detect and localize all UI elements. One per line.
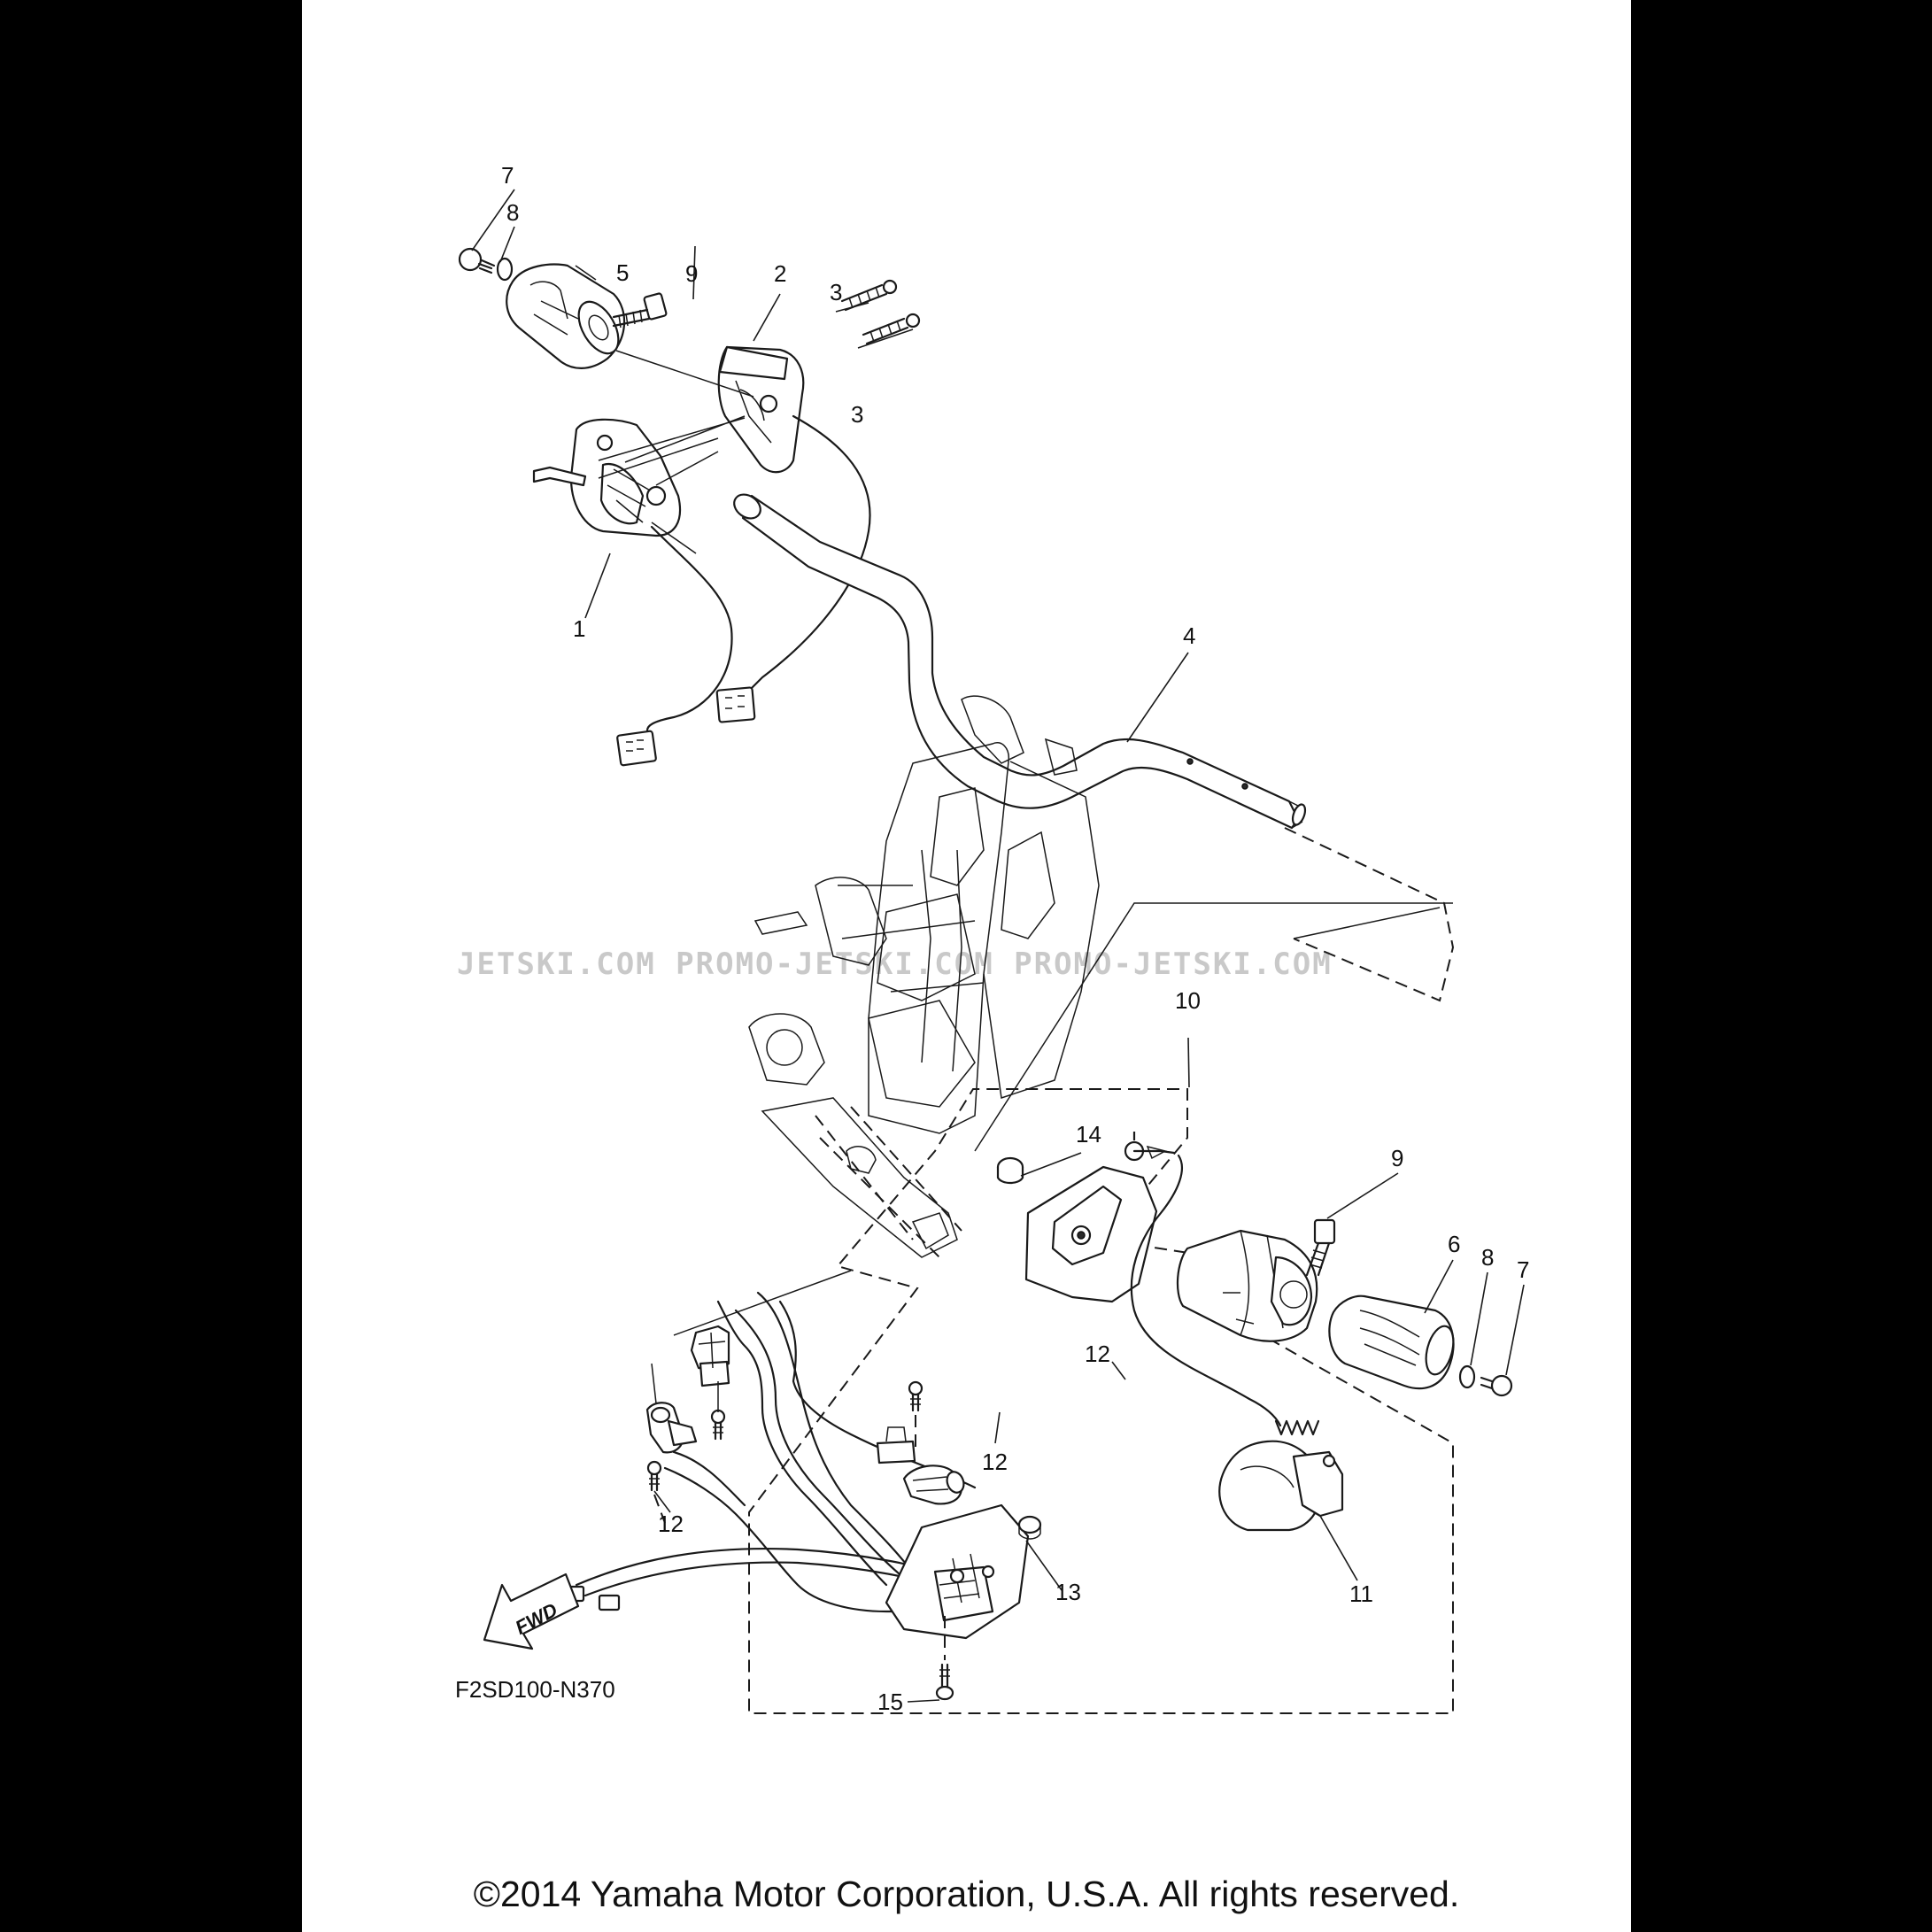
- callout-5: 5: [616, 259, 629, 286]
- lanyard-clip-11: [1218, 1440, 1344, 1532]
- callout-12-left: 12: [658, 1511, 684, 1537]
- callout-3-lower: 3: [851, 401, 863, 428]
- cap-13: [1017, 1515, 1042, 1540]
- bracket-plate: [876, 1426, 916, 1464]
- copyright-notice: ©2014 Yamaha Motor Corporation, U.S.A. A…: [473, 1874, 1460, 1914]
- connector-left-1: [616, 730, 657, 767]
- diagram-sheet: JETSKI.COM PROMO-JETSKI.COM PROMO-JETSKI…: [302, 0, 1631, 1932]
- knob-top: [1124, 1132, 1145, 1162]
- callout-13: 13: [1055, 1579, 1081, 1605]
- washer-8-right: [1458, 1364, 1476, 1389]
- exploded-parts-diagram: JETSKI.COM PROMO-JETSKI.COM PROMO-JETSKI…: [455, 162, 1529, 1715]
- bolt-9-left: [612, 292, 668, 328]
- screw-7-left: [458, 247, 496, 274]
- callout-12-top: 12: [1085, 1341, 1110, 1367]
- handlebar-4: [733, 493, 1307, 830]
- switch-component-top: [690, 1325, 730, 1387]
- callout-9-left: 9: [685, 260, 698, 287]
- screw-7-right: [1480, 1374, 1513, 1397]
- callout-4: 4: [1183, 622, 1195, 649]
- bolt-9-right: [1305, 1218, 1336, 1277]
- grip-6: [1328, 1294, 1455, 1390]
- callout-8-right: 8: [1481, 1244, 1494, 1271]
- callout-2: 2: [774, 260, 786, 287]
- cap-14: [996, 1156, 1024, 1185]
- throttle-switch-6-assembly: [1176, 1229, 1318, 1342]
- callout-11: 11: [1349, 1580, 1373, 1607]
- screw-15: [935, 1663, 954, 1701]
- callout-10: 10: [1175, 987, 1201, 1014]
- screw-12-b: [646, 1460, 662, 1492]
- coil-cord: [1274, 1419, 1320, 1436]
- steering-frame: [748, 695, 1100, 1258]
- drawing-code: F2SD100-N370: [455, 1676, 615, 1703]
- callout-12-middle: 12: [982, 1449, 1008, 1475]
- switch-component-left: [645, 1402, 698, 1454]
- callout-1: 1: [573, 615, 585, 642]
- callout-14: 14: [1076, 1121, 1101, 1148]
- switch-2: [717, 345, 805, 474]
- callout-6: 6: [1448, 1231, 1460, 1257]
- switch-housing: [1024, 1165, 1158, 1303]
- callout-9-right: 9: [1391, 1145, 1403, 1171]
- callout-7-left: 7: [501, 162, 514, 189]
- bracket-main: [885, 1503, 1030, 1640]
- connector-left-2: [715, 686, 756, 723]
- callout-7-right: 7: [1517, 1256, 1529, 1283]
- callout-8-left: 8: [506, 199, 519, 226]
- callout-3-upper: 3: [830, 279, 842, 305]
- screws-3: [840, 279, 921, 345]
- watermark-text: JETSKI.COM PROMO-JETSKI.COM PROMO-JETSKI…: [457, 947, 1333, 982]
- switch-component-right: [902, 1464, 965, 1505]
- screw-12-a: [710, 1409, 726, 1441]
- left-grip: [506, 263, 626, 369]
- screw-12-c: [908, 1380, 923, 1412]
- callout-15: 15: [877, 1689, 903, 1715]
- washer-8-left: [496, 257, 514, 282]
- fwd-direction-arrow: FWD: [483, 1573, 580, 1650]
- switch-1: [532, 418, 682, 537]
